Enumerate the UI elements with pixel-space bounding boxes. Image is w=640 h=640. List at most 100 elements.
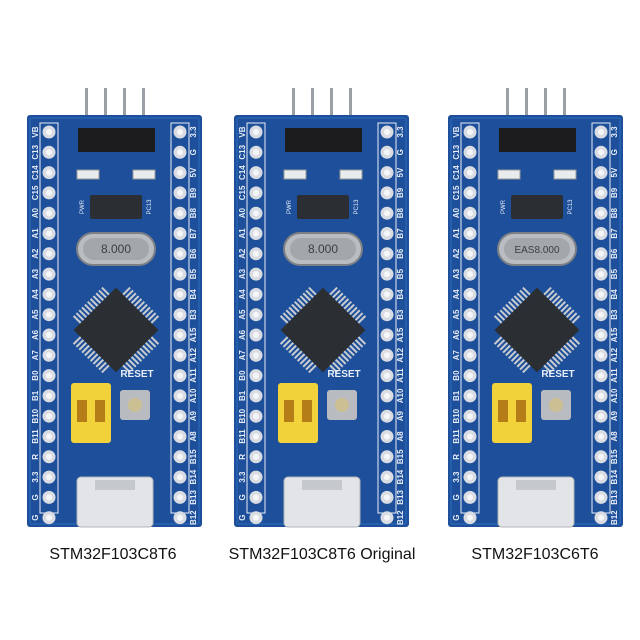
pin-hole — [467, 250, 473, 257]
pin-label: B11 — [238, 429, 247, 444]
pin-label: B1 — [452, 390, 461, 401]
pin-hole — [598, 311, 604, 318]
pin-label: C15 — [238, 185, 247, 200]
boot-jumpers — [71, 383, 111, 443]
reset-label: RESET — [327, 369, 360, 380]
pin-hole — [598, 129, 604, 135]
jumper-pin — [95, 400, 105, 422]
pin-label: A5 — [452, 309, 461, 320]
pin-hole — [177, 332, 183, 338]
reset-button-cap — [128, 398, 142, 412]
mcu — [279, 286, 367, 374]
pin-hole — [177, 352, 183, 359]
header-pin — [563, 88, 566, 128]
mcu — [72, 286, 160, 374]
pin-label: B15 — [189, 449, 198, 464]
pin-hole — [467, 230, 473, 237]
pin-label: A8 — [610, 431, 619, 442]
pin-label: 3.3 — [31, 471, 40, 483]
jumper-pin — [77, 400, 87, 422]
pin-hole — [384, 433, 390, 440]
led-pwr — [283, 169, 307, 180]
pc13-label: PC13 — [568, 199, 574, 215]
pin-label: A7 — [238, 350, 247, 361]
pin-label: C14 — [238, 165, 247, 180]
jumper-pin — [284, 400, 294, 422]
pwr-label: PWR — [287, 199, 293, 214]
crystal-inner — [83, 238, 149, 260]
pin-label: B10 — [31, 408, 40, 423]
pin-hole — [384, 129, 390, 135]
pin-hole — [467, 514, 473, 521]
pin-label: C14 — [31, 165, 40, 180]
pin-label: A12 — [189, 347, 198, 362]
pin-hole — [384, 352, 390, 359]
reset-button-cap — [549, 398, 563, 412]
pin-label: A15 — [189, 327, 198, 342]
pin-label: 5V — [610, 167, 619, 177]
pin-label: G — [452, 515, 461, 521]
pin-hole — [253, 372, 259, 379]
pin-label: B4 — [396, 289, 405, 300]
pin-label: A9 — [189, 411, 198, 422]
pin-hole — [177, 474, 183, 481]
pin-hole — [384, 311, 390, 318]
mcu-body — [494, 287, 580, 373]
pin-label: B12 — [610, 510, 619, 525]
led-pc13 — [132, 169, 156, 180]
pin-label: B10 — [238, 408, 247, 423]
pin-hole — [598, 494, 604, 501]
pin-label: B13 — [396, 490, 405, 505]
pin-hole — [177, 514, 183, 521]
pin-label: VB — [31, 126, 40, 137]
pin-hole — [253, 169, 259, 176]
pin-label: C15 — [31, 185, 40, 200]
pwr-label: PWR — [80, 199, 86, 214]
reset-label: RESET — [541, 369, 574, 380]
pin-hole — [467, 189, 473, 196]
pin-label: A2 — [31, 248, 40, 259]
pin-hole — [467, 149, 473, 156]
mcu — [493, 286, 581, 374]
crystal-marking: 8.000 — [101, 242, 131, 256]
pin-label: C13 — [31, 144, 40, 159]
pin-label: G — [238, 494, 247, 500]
pin-label: C15 — [452, 185, 461, 200]
pin-label: C14 — [452, 165, 461, 180]
pin-hole — [177, 291, 183, 298]
pin-label: 3.3 — [452, 471, 461, 483]
header-pin — [349, 88, 352, 128]
pin-label: 3.3 — [610, 126, 619, 138]
pin-hole — [253, 271, 259, 278]
pin-label: A6 — [238, 329, 247, 340]
pin-label: B4 — [189, 289, 198, 300]
jumper-pin — [302, 400, 312, 422]
pin-hole — [467, 352, 473, 359]
pin-hole — [46, 453, 52, 460]
pin-label: B14 — [396, 469, 405, 484]
pin-hole — [598, 413, 604, 420]
header-pin — [544, 88, 547, 128]
pin-hole — [384, 392, 390, 399]
pin-hole — [253, 210, 259, 217]
pin-hole — [467, 372, 473, 379]
pin-hole — [46, 413, 52, 420]
pin-hole — [467, 453, 473, 460]
pin-label: B12 — [396, 510, 405, 525]
pin-label: B3 — [396, 309, 405, 320]
pin-hole — [253, 250, 259, 257]
crystal-marking: EAS8.000 — [514, 245, 559, 256]
pin-hole — [253, 291, 259, 298]
pin-label: A12 — [610, 347, 619, 362]
pin-label: A1 — [452, 228, 461, 239]
pin-label: A4 — [452, 289, 461, 300]
pin-hole — [598, 433, 604, 440]
pin-label: 3.3 — [396, 126, 405, 138]
crystal-inner — [504, 238, 570, 260]
pin-hole — [384, 230, 390, 237]
pin-hole — [467, 474, 473, 481]
pin-label: A10 — [396, 388, 405, 403]
pin-label: A8 — [396, 431, 405, 442]
